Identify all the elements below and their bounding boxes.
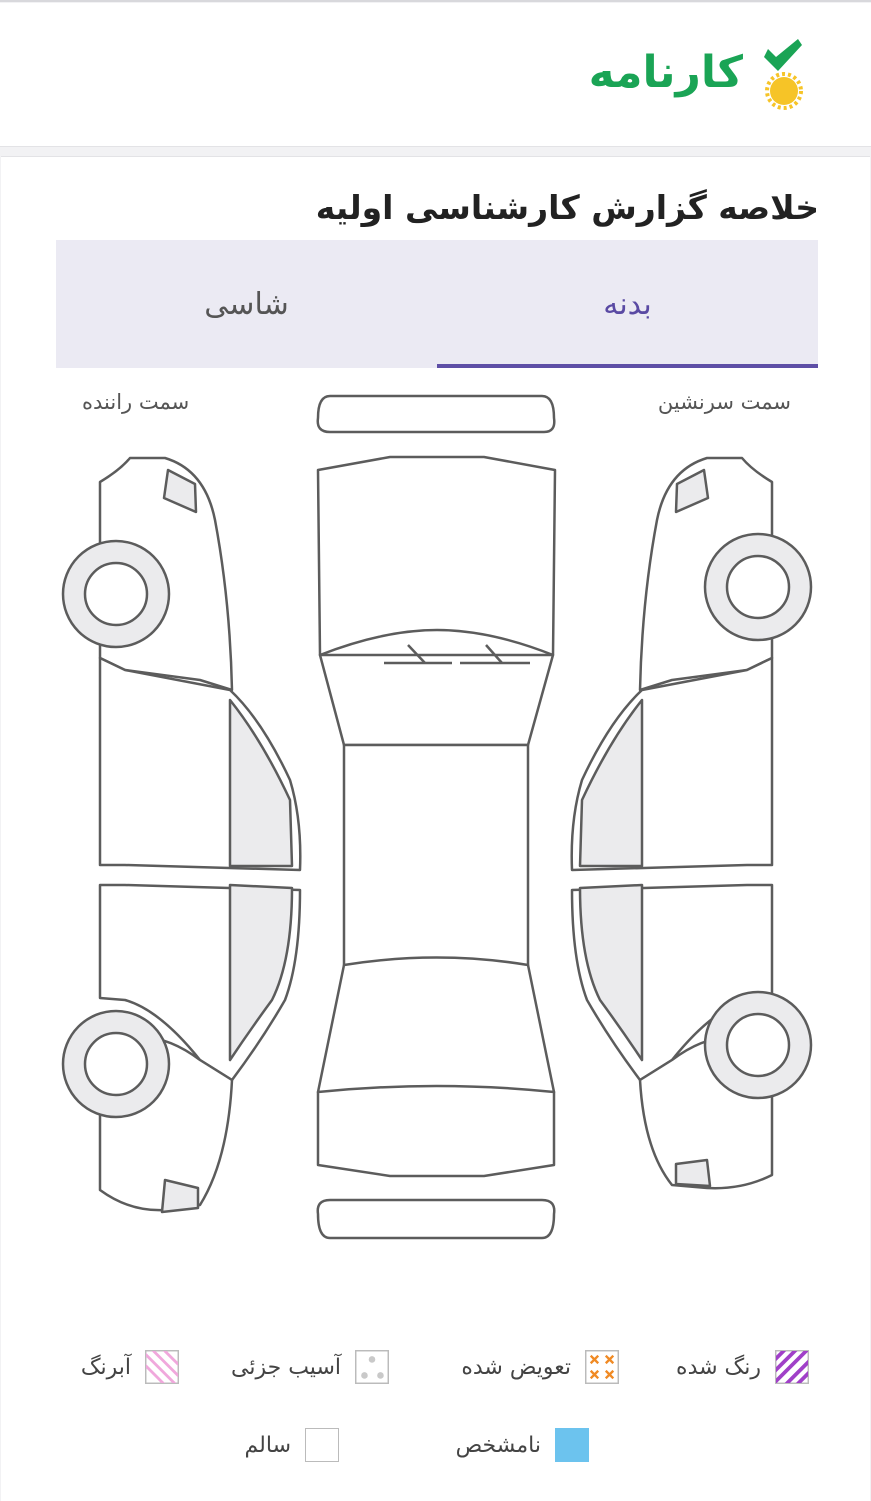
passenger-rear-window[interactable] (578, 883, 644, 1062)
empty-white-icon (305, 1428, 339, 1462)
trunk[interactable] (316, 1084, 556, 1178)
legend-minor-damage-label: آسیب جزئی (231, 1354, 341, 1380)
passenger-headlight[interactable] (674, 468, 710, 514)
active-tab-indicator (437, 364, 818, 368)
legend-painted-label: رنگ شده (676, 1354, 761, 1380)
roof[interactable] (342, 743, 530, 967)
driver-side-label: سمت راننده (82, 390, 190, 414)
car-diagram (61, 394, 813, 1240)
legend-replaced-label: تعویض شده (461, 1354, 571, 1380)
legend-unknown-label: نامشخص (455, 1432, 541, 1458)
passenger-taillight[interactable] (674, 1158, 712, 1188)
tab-body-label: بدنه (603, 286, 652, 322)
driver-front-window[interactable] (228, 698, 294, 868)
legend-healthy-label: سالم (244, 1432, 291, 1458)
app-header: کارنامه (0, 3, 871, 147)
diagonal-stripes-pink-icon (145, 1350, 179, 1384)
windshield[interactable] (318, 653, 555, 747)
brand-name: کارنامه (588, 47, 744, 98)
driver-taillight[interactable] (160, 1178, 200, 1214)
driver-headlight[interactable] (162, 468, 198, 514)
tab-chassis-label: شاسی (204, 286, 289, 322)
driver-rear-window[interactable] (228, 883, 294, 1062)
legend-painted: رنگ شده (676, 1347, 809, 1387)
grey-dots-icon (355, 1350, 389, 1384)
legend-unknown: نامشخص (456, 1425, 589, 1465)
tab-body[interactable]: بدنه (437, 240, 818, 368)
legend-minor-damage: آسیب جزئی (231, 1347, 389, 1387)
rear-bumper[interactable] (316, 1198, 556, 1240)
passenger-side-label: سمت سرنشین (657, 390, 791, 414)
tab-bar: بدنه شاسی (56, 240, 818, 368)
legend-watercolor: آبرنگ (81, 1347, 179, 1387)
karnameh-logo[interactable] (588, 39, 813, 115)
orange-x-pattern-icon (585, 1350, 619, 1384)
diagonal-stripes-purple-icon (775, 1350, 809, 1384)
legend-watercolor-label: آبرنگ (80, 1354, 131, 1380)
top-border (0, 0, 871, 2)
legend-replaced: تعویض شده (461, 1347, 619, 1387)
rear-window[interactable] (316, 956, 556, 1094)
tab-chassis[interactable]: شاسی (56, 240, 437, 368)
page-title: خلاصه گزارش کارشناسی اولیه (315, 188, 819, 227)
hood[interactable] (316, 455, 557, 657)
passenger-front-window[interactable] (578, 698, 644, 868)
legend-healthy: سالم (245, 1425, 339, 1465)
check-medal-icon (764, 39, 803, 110)
solid-blue-icon (555, 1428, 589, 1462)
front-bumper[interactable] (316, 394, 556, 434)
